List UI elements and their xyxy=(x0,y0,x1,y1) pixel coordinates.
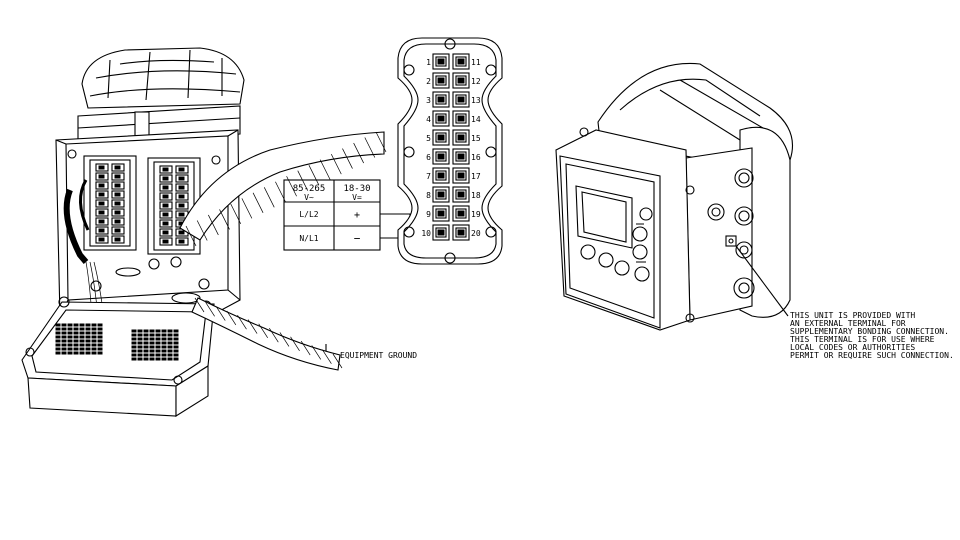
terminal-number: 15 xyxy=(471,134,481,143)
table-cell-n-l1: N/L1 xyxy=(299,234,318,243)
open-enclosure-drawing xyxy=(21,47,334,417)
bonding-note: THIS UNIT IS PROVIDED WITH AN EXTERNAL T… xyxy=(790,311,954,360)
terminal-number: 17 xyxy=(471,172,481,181)
terminal-number: 9 xyxy=(426,210,431,219)
closed-transmitter-drawing xyxy=(555,62,794,331)
terminal-number: 6 xyxy=(426,153,431,162)
table-cell-l-l2: L/L2 xyxy=(299,210,318,219)
terminal-number: 19 xyxy=(471,210,481,219)
terminal-number: 2 xyxy=(426,77,431,86)
table-cell-plus: + xyxy=(354,210,360,221)
supply-voltage-table: 85-265 V~ 18-30 V= L/L2 + N/L1 − xyxy=(283,179,424,251)
terminal-number: 8 xyxy=(426,191,431,200)
terminal-number: 5 xyxy=(426,134,431,143)
table-head-ac-top: 85-265 xyxy=(293,184,326,194)
table-head-ac-bottom: V~ xyxy=(304,193,314,202)
terminal-number: 18 xyxy=(471,191,481,200)
wire-band-lower xyxy=(191,297,343,371)
table-head-dc-bottom: V= xyxy=(352,193,362,202)
terminal-number: 20 xyxy=(471,229,481,238)
terminal-number: 4 xyxy=(426,115,431,124)
note-line: THIS UNIT IS PROVIDED WITH xyxy=(790,311,915,320)
terminal-number: 3 xyxy=(426,96,431,105)
table-cell-minus: − xyxy=(354,232,361,245)
terminal-number: 1 xyxy=(426,58,431,67)
note-line: THIS TERMINAL IS FOR USE WHERE xyxy=(790,335,935,344)
terminal-number: 11 xyxy=(471,58,481,67)
note-line: SUPPLEMENTARY BONDING CONNECTION. xyxy=(790,327,949,336)
equipment-ground-label: EQUIPMENT GROUND xyxy=(340,351,417,360)
note-line: LOCAL CODES OR AUTHORITIES xyxy=(790,343,915,352)
terminal-number: 16 xyxy=(471,153,481,162)
terminal-number: 10 xyxy=(421,229,431,238)
note-line: PERMIT OR REQUIRE SUCH CONNECTION. xyxy=(790,351,954,360)
note-line: AN EXTERNAL TERMINAL FOR xyxy=(790,319,906,328)
terminal-number: 7 xyxy=(426,172,431,181)
wire-band-upper xyxy=(179,131,387,247)
table-head-dc-top: 18-30 xyxy=(343,184,370,194)
terminal-number: 13 xyxy=(471,96,481,105)
terminal-number: 14 xyxy=(471,115,481,124)
terminal-number: 12 xyxy=(471,77,481,86)
